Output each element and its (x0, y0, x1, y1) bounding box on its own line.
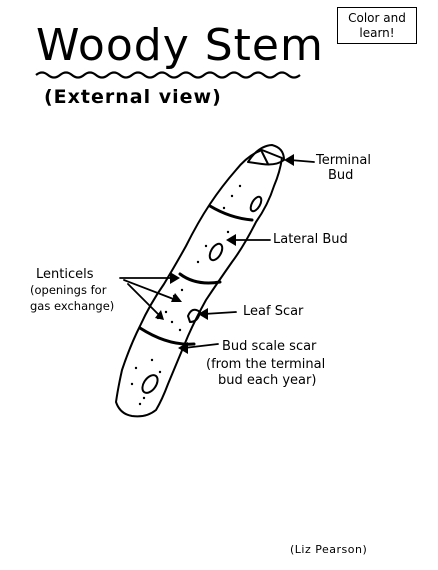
arrowhead-icon (171, 293, 182, 302)
lenticels-label: Lenticels (36, 267, 94, 282)
bud-scale-scar-description-line-2: bud each year) (218, 373, 317, 388)
lateral-bud-label: Lateral Bud (273, 232, 348, 247)
badge-line-1: Color and (348, 11, 406, 25)
terminal-bud-label-line-1: Terminal (316, 153, 371, 168)
lenticel-arrow (127, 283, 161, 317)
terminal-bud (247, 144, 285, 166)
terminal-bud-label-line-2: Bud (328, 168, 354, 183)
lateral-bud (141, 374, 159, 394)
arrowhead-icon (284, 154, 294, 166)
author-credit: (Liz Pearson) (290, 543, 368, 556)
bud-scale-scar-arrow (183, 343, 219, 349)
bud-scale-scar-ring (178, 272, 222, 285)
bud-scale-scar-description-line-1: (from the terminal (206, 357, 326, 372)
arrowhead-icon (178, 342, 188, 354)
leaf-scar-arrow (203, 311, 237, 315)
arrowhead-icon (226, 234, 236, 246)
lateral-bud (208, 242, 224, 262)
bud-scale-scar-label: Bud scale scar (222, 339, 317, 354)
bud-scale-scar-ring (138, 326, 196, 346)
page-title: Woody Stem (36, 20, 324, 71)
subtitle: (External view) (44, 86, 222, 108)
color-and-learn-badge: Color and learn! (337, 7, 417, 44)
arrowhead-icon (198, 308, 208, 320)
arrowhead-icon (155, 310, 164, 320)
leaf-scar (187, 308, 201, 323)
lenticel-arrow (123, 279, 177, 301)
badge-line-2: learn! (359, 26, 395, 40)
arrowhead-icon (170, 272, 180, 284)
lenticels-description-line-2: gas exchange) (30, 299, 115, 313)
lenticels-description-line-1: (openings for (30, 283, 107, 297)
lateral-bud (249, 195, 263, 213)
leaf-scar-label: Leaf Scar (243, 304, 304, 319)
terminal-bud-scale (261, 151, 269, 165)
bud-scale-scar-ring (208, 204, 254, 222)
